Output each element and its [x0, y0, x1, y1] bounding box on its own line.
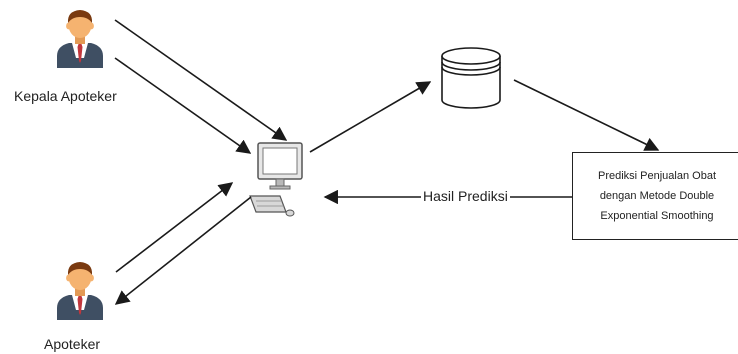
- edge-database-to-process: [513, 79, 660, 151]
- edge-kepala-to-computer-2: [114, 57, 252, 154]
- process-line-1: Prediksi Penjualan Obat: [597, 170, 716, 182]
- prediction-process-box: Prediksi Penjualan Obat dengan Metode Do…: [572, 152, 738, 240]
- apoteker-label: Apoteker: [44, 336, 101, 352]
- edge-kepala-to-computer-1: [114, 19, 288, 141]
- computer-icon: [249, 142, 303, 217]
- user-icon: [57, 10, 103, 68]
- edge-computer-to-apoteker: [114, 196, 252, 305]
- kepala-apoteker-actor: [57, 10, 103, 68]
- hasil-prediksi-label: Hasil Prediksi: [421, 188, 510, 204]
- apoteker-actor: [57, 262, 103, 320]
- edge-apoteker-to-computer: [115, 182, 234, 273]
- process-line-3: Exponential Smoothing: [600, 210, 714, 222]
- process-line-2: dengan Metode Double: [599, 190, 715, 202]
- edge-computer-to-database: [309, 81, 432, 153]
- database-icon: [441, 47, 501, 109]
- user-icon: [57, 262, 103, 320]
- kepala-apoteker-label: Kepala Apoteker: [14, 88, 117, 104]
